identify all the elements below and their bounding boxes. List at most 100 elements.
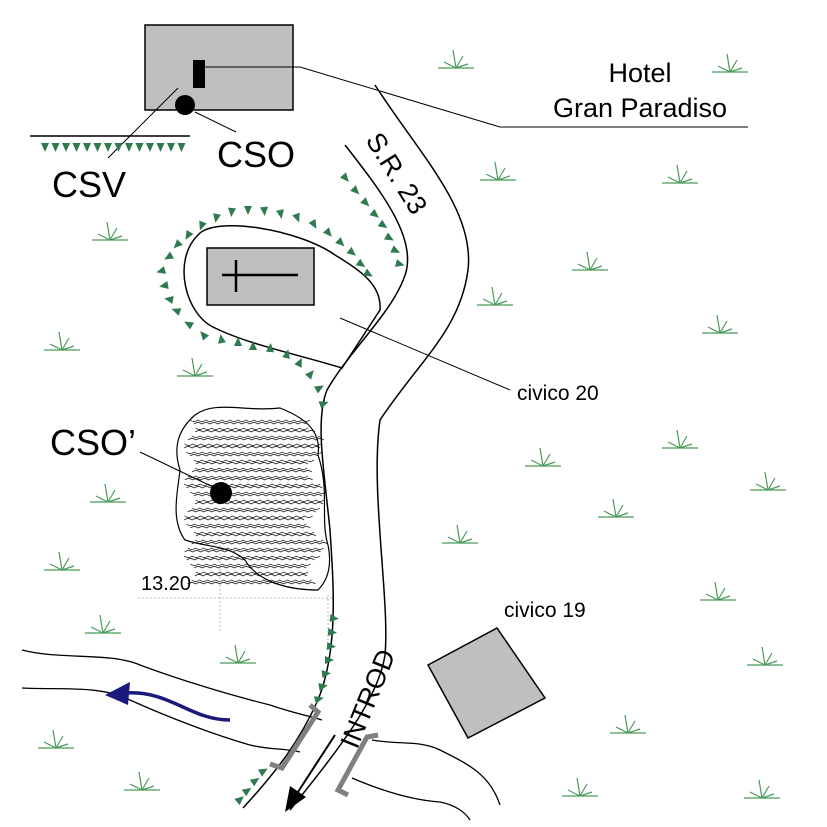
- tick-mark: [156, 143, 165, 152]
- tick-mark: [294, 357, 302, 368]
- hatch-line: [193, 459, 315, 462]
- civico-20-leader-line: [339, 317, 511, 391]
- tick-mark: [258, 768, 268, 777]
- distance-guides: [138, 545, 332, 640]
- tick-mark: [314, 385, 324, 394]
- tick-mark: [164, 296, 174, 304]
- tick-mark: [228, 207, 236, 217]
- tick-mark: [135, 143, 144, 152]
- tick-mark: [185, 230, 194, 240]
- hatch-line: [194, 574, 308, 577]
- hatch-line: [189, 419, 311, 422]
- tick-mark: [241, 787, 252, 797]
- tick-mark: [218, 334, 226, 344]
- tick-mark: [318, 401, 329, 409]
- tick-mark: [313, 696, 324, 704]
- tick-mark: [114, 143, 123, 152]
- hotel-label-line1: Hotel: [608, 58, 671, 88]
- cross-icon: [222, 260, 298, 292]
- hatch-line: [195, 534, 317, 537]
- tick-mark: [177, 143, 186, 152]
- tick-mark: [321, 670, 331, 678]
- tick-mark: [234, 796, 244, 806]
- hatch-line: [193, 566, 307, 569]
- tick-mark: [322, 227, 332, 237]
- tick-mark: [276, 209, 284, 219]
- bridge: [269, 703, 379, 798]
- road-introd-label: INTROD: [335, 645, 402, 752]
- distance-label: 13.20: [141, 573, 191, 595]
- tick-mark: [72, 143, 81, 152]
- tick-mark: [156, 266, 167, 274]
- tick-mark: [200, 331, 210, 341]
- hatch-line: [186, 451, 323, 454]
- tick-mark: [308, 219, 317, 229]
- hatch-line: [186, 523, 307, 526]
- hatch-line: [193, 422, 307, 425]
- tick-mark: [377, 219, 388, 229]
- hatch-line: [187, 547, 324, 550]
- hatch-line: [187, 582, 316, 585]
- tick-mark: [329, 614, 339, 622]
- tick-mark: [184, 321, 194, 330]
- tick-mark: [335, 237, 345, 247]
- tick-mark: [83, 143, 91, 152]
- tick-mark: [125, 143, 133, 152]
- tick-mark: [369, 208, 379, 218]
- tick-mark: [326, 642, 336, 650]
- tick-mark: [159, 281, 169, 289]
- hatch-line: [184, 550, 321, 553]
- tick-mark: [244, 206, 252, 215]
- tick-mark: [355, 258, 366, 268]
- tick-mark: [249, 341, 257, 350]
- road-sr-23-label: S.R. 23: [360, 127, 433, 219]
- hatch-line: [187, 475, 309, 478]
- tick-mark: [350, 185, 360, 195]
- cso-marker: [175, 95, 195, 115]
- tick-mark: [213, 213, 221, 223]
- civico-20-label: civico 20: [517, 382, 599, 405]
- embankment-ticks: [156, 172, 405, 806]
- tick-mark: [249, 777, 260, 787]
- cso-prime-marker: [210, 482, 232, 504]
- hatch-line: [183, 555, 321, 558]
- hatch-line: [191, 507, 321, 510]
- hatch-line: [184, 515, 313, 518]
- tick-mark: [363, 268, 373, 277]
- hatch-line: [194, 467, 308, 470]
- tick-mark: [384, 232, 394, 241]
- hatch-line: [194, 430, 316, 433]
- hatch-line: [187, 438, 325, 441]
- hatch-line: [186, 486, 323, 489]
- tick-mark: [260, 206, 268, 216]
- hatch-line: [191, 579, 312, 582]
- cso-connector-bar: [193, 60, 205, 88]
- tick-mark: [62, 143, 70, 152]
- tick-mark: [41, 143, 49, 152]
- tick-mark: [164, 251, 174, 260]
- hotel-label-line2: Gran Paradiso: [553, 93, 727, 123]
- hatch-line: [183, 446, 321, 449]
- tick-mark: [304, 370, 314, 380]
- tick-mark: [394, 259, 405, 267]
- tick-mark: [173, 239, 183, 249]
- hatch-line: [191, 470, 313, 473]
- hatch-line: [195, 427, 309, 430]
- cso-prime-label: CSO’: [50, 422, 136, 463]
- hatch-line: [187, 510, 316, 513]
- tick-mark: [327, 628, 337, 636]
- tick-mark: [167, 143, 175, 152]
- civico-19-label: civico 19: [504, 599, 586, 622]
- hatch-line: [184, 443, 321, 446]
- hatch-line: [195, 571, 309, 574]
- tick-mark: [51, 143, 60, 152]
- csv-label: CSV: [52, 164, 126, 205]
- hatch-line: [186, 558, 315, 561]
- tick-mark: [93, 143, 102, 152]
- tick-mark: [282, 349, 290, 360]
- tick-mark: [325, 656, 334, 664]
- hatch-line: [191, 542, 328, 545]
- civico-19-building: [426, 627, 547, 740]
